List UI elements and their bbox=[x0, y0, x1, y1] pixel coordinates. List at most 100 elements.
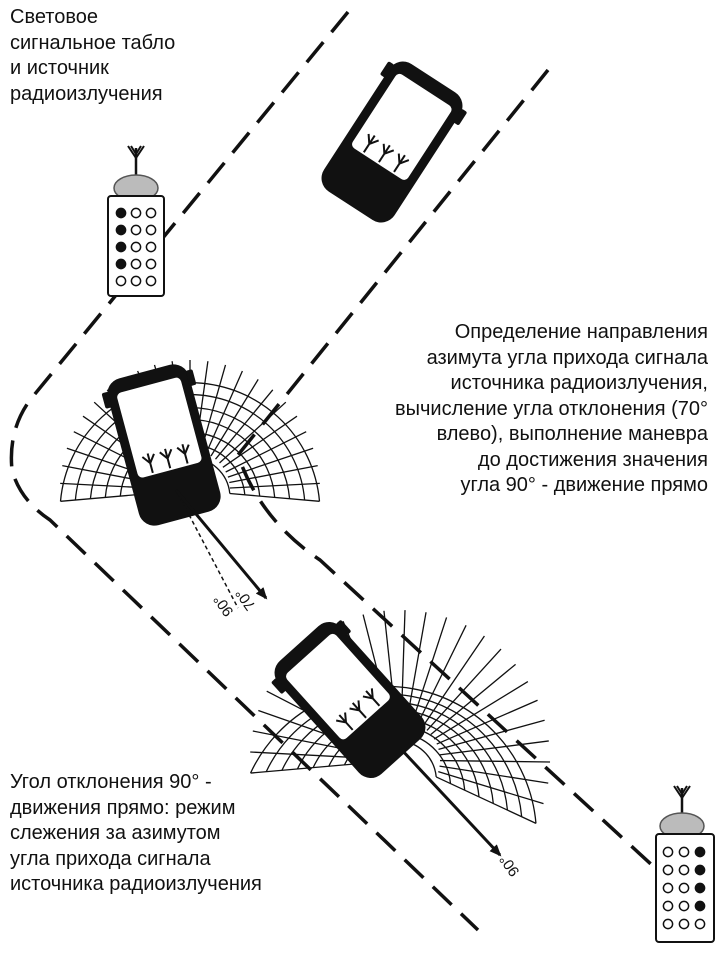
sector-spoke bbox=[229, 482, 320, 489]
lamp-lit bbox=[694, 882, 706, 894]
caption-line: до достижения значения bbox=[477, 448, 708, 471]
vehicle-mirror bbox=[453, 109, 467, 125]
sector-spoke bbox=[214, 389, 274, 460]
antenna-icon bbox=[362, 133, 380, 153]
lamp-unlit bbox=[145, 258, 157, 270]
sector-spoke bbox=[440, 759, 551, 763]
lamp-unlit bbox=[662, 864, 674, 876]
sector-spoke bbox=[210, 379, 259, 457]
sector-spoke bbox=[439, 765, 549, 784]
sector-spoke bbox=[421, 635, 485, 728]
sector-spoke bbox=[433, 680, 529, 740]
signal-azimuth-arrow-lower bbox=[398, 746, 502, 857]
antenna-icon bbox=[362, 688, 381, 707]
caption-line: Угол отклонения 90° - bbox=[10, 771, 212, 793]
sector-spoke bbox=[426, 648, 502, 731]
vehicle-lower bbox=[271, 620, 426, 778]
caption-line: Световое bbox=[10, 6, 99, 28]
sector-spoke bbox=[229, 492, 320, 502]
lamp-lit bbox=[115, 241, 127, 253]
lamp-lit bbox=[694, 864, 706, 876]
road-boundaries bbox=[9, 10, 692, 932]
sector-spoke bbox=[406, 612, 427, 721]
sector-spoke bbox=[417, 625, 467, 725]
caption-line: источника радиоизлучения, bbox=[450, 372, 708, 394]
lamp-unlit bbox=[678, 846, 690, 858]
lamp-unlit bbox=[145, 224, 157, 236]
lamp-unlit bbox=[678, 882, 690, 894]
vehicle-mirror bbox=[336, 620, 351, 636]
antenna-icon bbox=[349, 700, 367, 719]
caption-line: угла 90° - движение прямо bbox=[460, 474, 708, 496]
vehicle-cabin bbox=[286, 633, 390, 740]
lamp-unlit bbox=[145, 275, 157, 287]
lamp-unlit bbox=[130, 207, 142, 219]
vehicle-body bbox=[321, 61, 467, 223]
vehicle-cabin bbox=[352, 73, 452, 180]
lamp-unlit bbox=[678, 900, 690, 912]
lamp-lit bbox=[115, 258, 127, 270]
sector-spoke bbox=[430, 663, 516, 735]
lamp-unlit bbox=[662, 900, 674, 912]
antenna-icon bbox=[159, 448, 173, 469]
sector-spoke bbox=[222, 415, 298, 468]
vehicle-mirror bbox=[186, 369, 197, 386]
lamp-unlit bbox=[694, 918, 706, 930]
caption-line: влево), выполнение маневра bbox=[436, 423, 708, 445]
antenna-icon bbox=[176, 443, 190, 464]
signal-lamps bbox=[115, 207, 157, 287]
antenna-tips bbox=[673, 785, 691, 800]
sector-spoke bbox=[411, 617, 448, 723]
vehicle-mirror bbox=[101, 392, 112, 409]
vehicle-body bbox=[271, 620, 426, 778]
caption-tracking-mode: Угол отклонения 90° - движения прямо: ре… bbox=[10, 770, 262, 898]
lamp-unlit bbox=[130, 241, 142, 253]
vehicle-middle bbox=[101, 364, 221, 526]
sector-spoke bbox=[227, 447, 314, 478]
lamp-lit bbox=[115, 207, 127, 219]
beacon-top-left bbox=[107, 145, 165, 297]
sector-spoke bbox=[229, 464, 318, 484]
caption-line: слежения за азимутом bbox=[10, 822, 221, 844]
lamp-unlit bbox=[130, 275, 142, 287]
lamp-unlit bbox=[115, 275, 127, 287]
caption-line: угла прихода сигнала bbox=[10, 847, 211, 870]
sector-spoke bbox=[250, 751, 361, 759]
sector-spoke bbox=[225, 431, 307, 473]
road-right-boundary bbox=[236, 68, 692, 902]
sector-spoke bbox=[205, 370, 243, 454]
signal-azimuth-arrow-middle bbox=[174, 489, 268, 600]
antenna-icon bbox=[393, 153, 410, 173]
lamp-unlit bbox=[130, 224, 142, 236]
lamp-unlit bbox=[662, 918, 674, 930]
vehicle-cabin bbox=[117, 377, 202, 478]
caption-line: радиоизлучения bbox=[10, 82, 163, 105]
vehicle-mirror bbox=[271, 678, 286, 694]
vehicle-mirror bbox=[380, 61, 394, 78]
lamp-unlit bbox=[145, 241, 157, 253]
angle-label-90-lower: 90° bbox=[496, 851, 523, 879]
road-left-boundary bbox=[9, 10, 480, 932]
lamp-unlit bbox=[145, 207, 157, 219]
caption-line: движения прямо: режим bbox=[10, 796, 236, 819]
caption-line: сигнальное табло bbox=[10, 31, 176, 54]
sector-spoke bbox=[436, 699, 538, 745]
antenna-icon bbox=[141, 453, 155, 474]
sector-spoke bbox=[219, 401, 287, 464]
antenna-icon bbox=[335, 712, 354, 731]
lamp-unlit bbox=[678, 918, 690, 930]
caption-beacon: Световое сигнальное табло и источник рад… bbox=[10, 5, 175, 107]
sector-spoke bbox=[438, 770, 544, 805]
signal-lamps bbox=[662, 846, 706, 930]
lamp-unlit bbox=[130, 258, 142, 270]
caption-line: азимута угла прихода сигнала bbox=[426, 346, 708, 369]
antenna-tips bbox=[127, 145, 145, 160]
lamp-lit bbox=[694, 846, 706, 858]
sector-spoke bbox=[438, 719, 545, 751]
lamp-lit bbox=[115, 224, 127, 236]
beacon-bottom-right bbox=[655, 785, 715, 943]
antenna-icon bbox=[378, 143, 395, 163]
vehicle-body bbox=[101, 364, 221, 526]
lamp-unlit bbox=[678, 864, 690, 876]
